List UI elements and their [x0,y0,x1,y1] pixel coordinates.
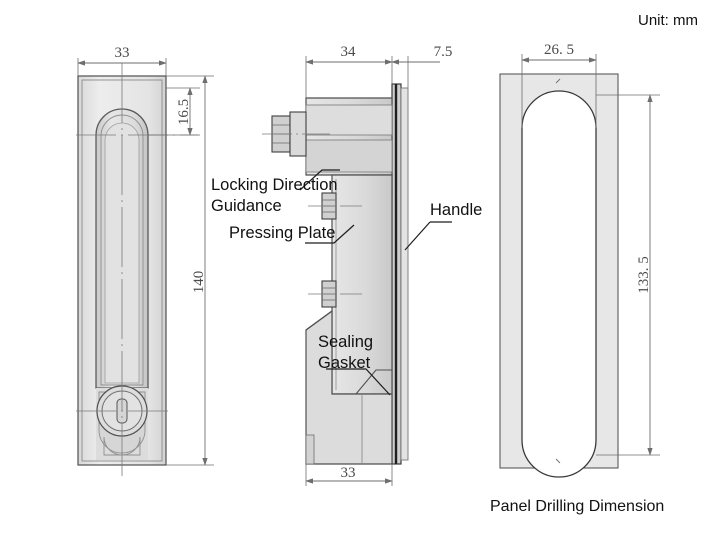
dim-side-flange-7-5: 7.5 [391,44,453,88]
callouts: Locking Direction Guidance Pressing Plat… [211,169,482,396]
dim-front-width-33-text: 33 [115,45,130,61]
gasket-top-bevel [305,310,333,331]
front-view: 33 16.5 140 [76,45,214,476]
dim-side-depth-34: 34 [305,44,393,98]
callout-pressing-plate-label: Pressing Plate [229,224,335,242]
panel-drilling-view: 26. 5 133. 5 Panel Drilling Dimension [490,42,664,515]
dim-front-height-140-text: 140 [191,271,207,294]
callout-pressing-plate: Pressing Plate [229,224,355,244]
handle-recess-inner [100,114,144,386]
leader-pressing-plate [305,224,355,244]
dim-front-width-33: 33 [77,45,167,76]
side-view: 34 7.5 33 [262,44,452,486]
dim-side-width-33-text: 33 [341,465,356,481]
dim-side-flange-7-5-text: 7.5 [434,44,453,60]
leader-locking-direction [299,169,340,191]
dim-side-depth-34-text: 34 [341,44,357,60]
gasket-left-lip [305,434,315,465]
lock-lower-lobe [103,436,141,456]
dim-panel-width-26-5-text: 26. 5 [544,42,574,58]
leader-handle [404,221,431,251]
callout-sealing-gasket-line2: Gasket [318,354,371,372]
panel-drilling-caption: Panel Drilling Dimension [490,498,664,515]
dim-side-width-33: 33 [305,464,393,486]
callout-locking-direction-line2: Guidance [211,197,282,215]
dim-front-height-140: 140 [166,75,214,466]
unit-note: Unit: mm [638,12,698,29]
callout-handle-label: Handle [430,201,482,219]
cam-housing-band-top [305,104,393,136]
panel-top-tick [555,78,561,84]
dim-panel-height-133-5-text: 133. 5 [636,256,652,294]
gasket-upper-step [332,369,392,395]
dim-front-offset-16-5-text: 16.5 [176,99,192,125]
dim-panel-width-26-5: 26. 5 [521,42,597,128]
side-faceplate-edge [400,87,409,461]
callout-handle: Handle [404,201,482,251]
callout-sealing-gasket: Sealing Gasket [318,333,391,396]
callout-locking-direction-guidance: Locking Direction Guidance [211,169,340,215]
panel-bottom-tick [555,458,561,464]
callout-sealing-gasket-line1: Sealing [318,333,373,351]
dim-panel-height-133-5: 133. 5 [596,94,660,456]
cam-housing-band-bottom [305,139,393,173]
callout-locking-direction-line1: Locking Direction [211,176,338,194]
dim-front-offset-16-5: 16.5 [148,87,200,136]
panel-cutout [521,90,597,478]
leader-sealing-gasket [326,368,391,396]
